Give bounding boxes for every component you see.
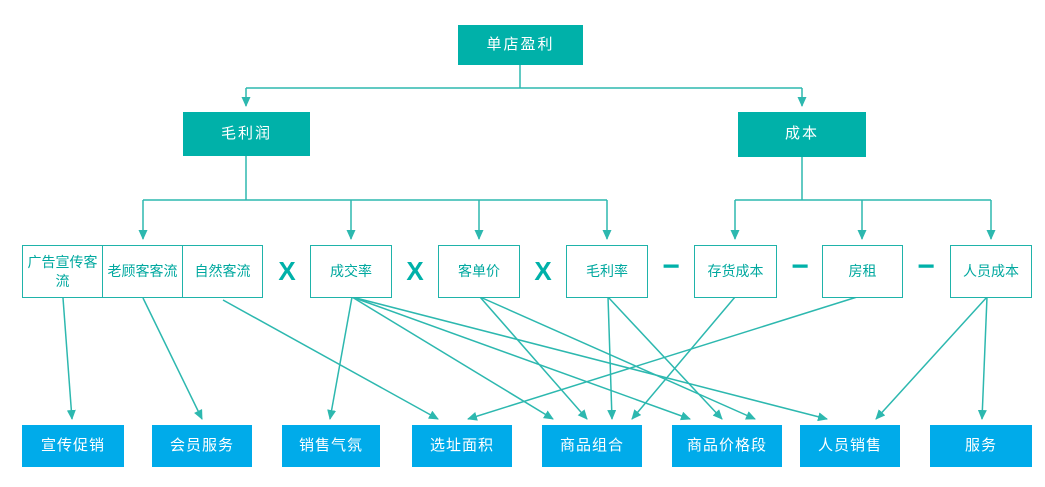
node-avg-ticket[interactable]: 客单价 (438, 245, 520, 298)
node-promotion[interactable]: 宣传促销 (22, 425, 124, 467)
operator-minus-2: − (791, 250, 809, 283)
node-service[interactable]: 服务 (930, 425, 1032, 467)
node-gross-profit[interactable]: 毛利润 (183, 112, 310, 156)
operator-minus-3: − (917, 250, 935, 283)
operator-multiply-3: X (534, 256, 552, 286)
node-personal-selling[interactable]: 人员销售 (800, 425, 900, 467)
node-member-service[interactable]: 会员服务 (152, 425, 252, 467)
node-ad-traffic[interactable]: 广告宣传客流 (22, 245, 103, 298)
node-sales-atmosphere[interactable]: 销售气氛 (282, 425, 380, 467)
node-price-range[interactable]: 商品价格段 (672, 425, 782, 467)
operator-multiply-2: X (406, 256, 424, 286)
node-staff-cost[interactable]: 人员成本 (950, 245, 1032, 298)
node-natural-traffic[interactable]: 自然客流 (182, 245, 263, 298)
node-conversion-rate[interactable]: 成交率 (310, 245, 392, 298)
node-gross-margin[interactable]: 毛利率 (566, 245, 648, 298)
operator-minus-1: − (662, 250, 680, 283)
node-cost[interactable]: 成本 (738, 112, 866, 157)
operator-multiply-1: X (278, 256, 296, 286)
node-inventory-cost[interactable]: 存货成本 (694, 245, 777, 298)
node-store-profit[interactable]: 单店盈利 (458, 25, 583, 65)
node-rent[interactable]: 房租 (822, 245, 903, 298)
node-product-mix[interactable]: 商品组合 (542, 425, 642, 467)
node-repeat-customer-traffic[interactable]: 老顾客客流 (102, 245, 183, 298)
node-location-area[interactable]: 选址面积 (412, 425, 512, 467)
